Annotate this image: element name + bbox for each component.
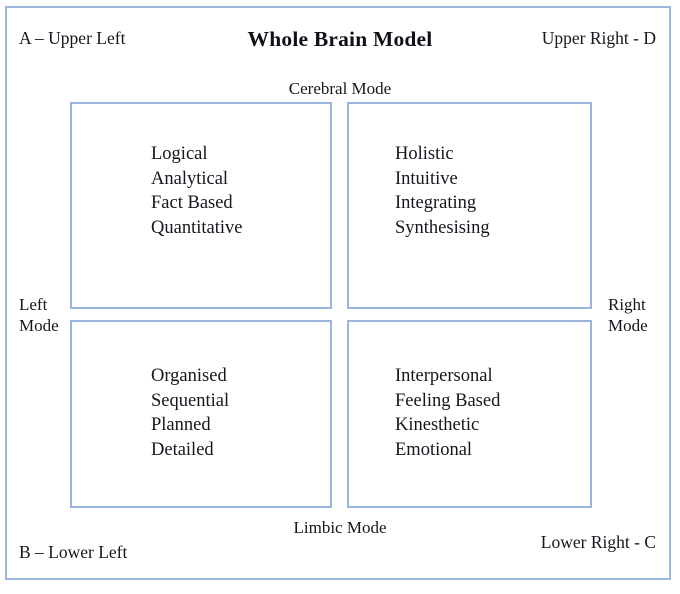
term: Organised: [151, 366, 227, 386]
axis-label-right-mode-line2: Mode: [608, 316, 648, 336]
term: Logical: [151, 144, 208, 164]
term: Analytical: [151, 168, 229, 189]
axis-label-limbic-mode: Limbic Mode: [293, 518, 387, 537]
corner-label-lower-right: Lower Right - C: [540, 532, 656, 552]
quadrant-upper-left-terms: Logical Analytical Fact Based Quantitati…: [151, 142, 242, 240]
term: Holistic: [395, 144, 454, 164]
term: Detailed: [151, 439, 214, 460]
axis-label-cerebral-mode: Cerebral Mode: [288, 79, 392, 98]
quadrant-upper-left: Logical Analytical Fact Based Quantitati…: [70, 102, 332, 309]
quadrant-lower-left-terms: Organised Sequential Planned Detailed: [151, 364, 229, 462]
corner-label-upper-left: A – Upper Left: [19, 28, 126, 48]
term: Intuitive: [395, 168, 458, 189]
term: Integrating: [395, 193, 477, 213]
axis-label-left-mode-line2: Mode: [19, 316, 59, 336]
corner-label-upper-right: Upper Right - D: [541, 28, 656, 48]
term: Sequential: [151, 390, 230, 411]
axis-label-left-mode-line1: Left: [19, 295, 48, 314]
axis-label-right-mode-line1: Right: [608, 295, 646, 314]
corner-label-lower-left: B – Lower Left: [19, 542, 128, 562]
term: Fact Based: [151, 193, 233, 213]
term: Interpersonal: [395, 366, 493, 386]
term: Planned: [151, 415, 211, 435]
term: Emotional: [395, 439, 473, 460]
axis-label-right-mode: Right Mode: [608, 294, 648, 337]
term: Quantitative: [151, 217, 243, 238]
term: Synthesising: [395, 217, 490, 238]
axis-label-left-mode: Left Mode: [19, 294, 59, 337]
quadrant-lower-left: Organised Sequential Planned Detailed: [70, 320, 332, 508]
quadrant-upper-right-terms: Holistic Intuitive Integrating Synthesis…: [395, 142, 490, 240]
diagram-title: Whole Brain Model: [247, 27, 433, 51]
term: Kinesthetic: [395, 415, 480, 435]
quadrant-upper-right: Holistic Intuitive Integrating Synthesis…: [347, 102, 592, 309]
quadrant-lower-right-terms: Interpersonal Feeling Based Kinesthetic …: [395, 364, 500, 462]
term: Feeling Based: [395, 390, 501, 411]
quadrant-lower-right: Interpersonal Feeling Based Kinesthetic …: [347, 320, 592, 508]
